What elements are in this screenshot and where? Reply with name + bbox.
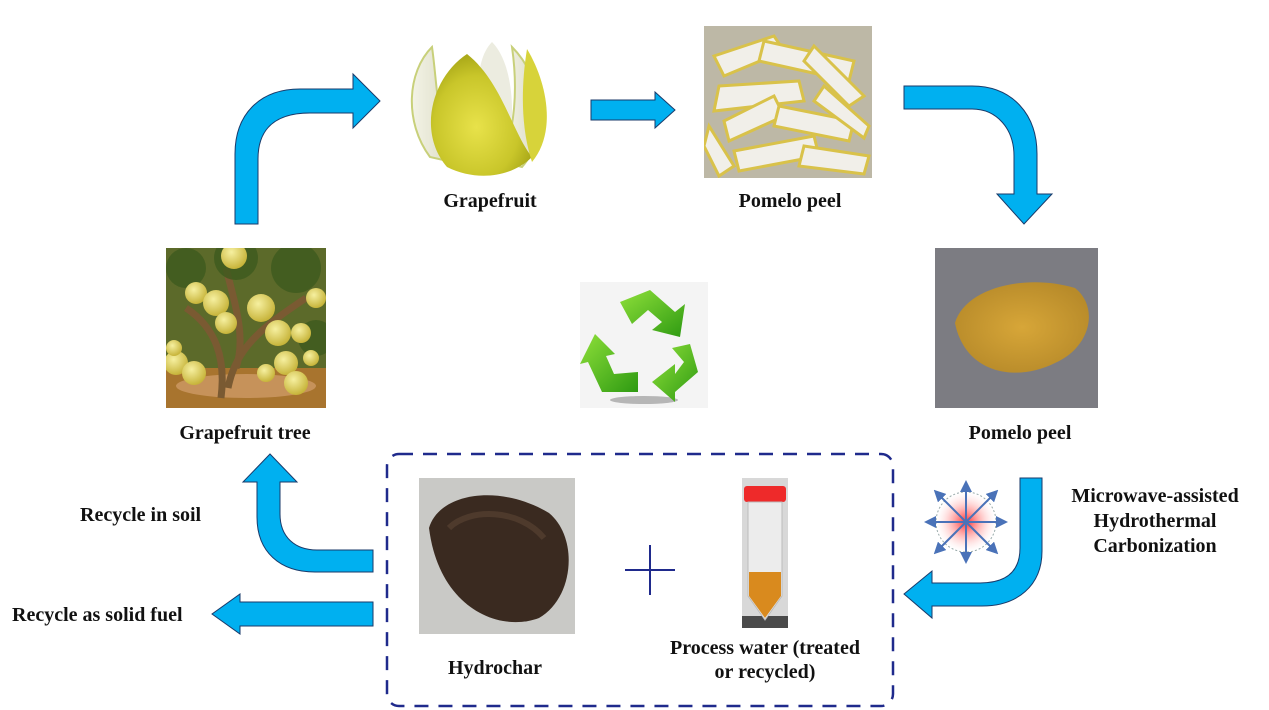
curved-arrow-powder-to-products — [903, 477, 1043, 620]
microwave-radiation-icon — [924, 480, 1008, 564]
hydrochar-image — [419, 478, 575, 634]
recycle-in-soil-label: Recycle in soil — [80, 504, 202, 526]
grapefruit-label: Grapefruit — [443, 190, 537, 212]
plus-icon — [625, 545, 675, 595]
curved-arrow-tree-to-grapefruit — [234, 72, 381, 225]
peel-strips-image — [704, 26, 872, 178]
pomelo-peel-fresh-label: Pomelo peel — [738, 190, 842, 212]
curved-arrow-recycle-in-soil — [241, 453, 374, 573]
tube-image — [742, 478, 788, 628]
grapefruit-image — [392, 22, 567, 177]
products-dashed-box — [385, 452, 895, 708]
recycle-icon — [580, 282, 708, 408]
arrow-grapefruit-to-peel — [590, 90, 676, 130]
arrow-recycle-as-fuel — [211, 593, 374, 635]
peel-powder-image — [935, 248, 1098, 408]
pomelo-peel-powder-label: Pomelo peel — [968, 422, 1072, 444]
tree-image — [166, 248, 326, 408]
process-water-label-line2: or recycled) — [714, 661, 816, 683]
hydrochar-label: Hydrochar — [447, 657, 543, 679]
process-label-line2: Hydrothermal — [1093, 510, 1217, 532]
curved-arrow-peel-to-powder — [903, 85, 1054, 225]
process-label-line1: Microwave-assisted — [1071, 485, 1239, 507]
process-label-line3: Carbonization — [1093, 535, 1217, 557]
recycle-as-fuel-label: Recycle as solid fuel — [12, 604, 183, 626]
grapefruit-tree-label: Grapefruit tree — [179, 422, 311, 444]
process-water-label-line1: Process water (treated — [670, 637, 860, 659]
